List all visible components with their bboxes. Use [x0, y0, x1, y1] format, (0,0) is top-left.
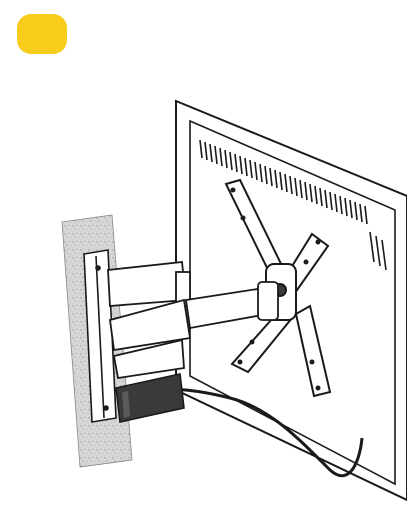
wall-plate: [83, 249, 117, 423]
bracket-screws: [230, 187, 321, 391]
vesa-bracket: [224, 178, 332, 398]
cable-cover: [115, 373, 185, 423]
vent-slots: [199, 139, 387, 271]
articulating-arm: [107, 261, 279, 380]
step-number-badge: [17, 14, 67, 54]
